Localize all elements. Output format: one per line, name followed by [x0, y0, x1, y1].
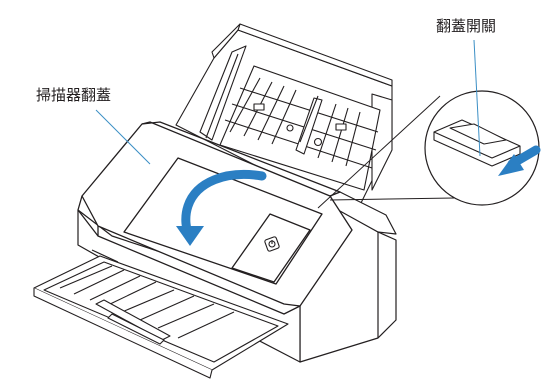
cover-switch-callout-line [473, 39, 481, 157]
arrow-icon [498, 145, 541, 176]
scanner-cover [77, 121, 353, 315]
scanner-cover-callout-line [95, 109, 151, 165]
output-tray [33, 255, 289, 379]
cover-switch-label: 翻蓋開關 [436, 17, 497, 35]
adf-paper-tray [175, 23, 393, 209]
scanner-cover-label: 掃描器翻蓋 [36, 86, 112, 104]
curved-arrow-icon [176, 170, 267, 246]
cover-switch-zoom [317, 90, 540, 209]
power-button-icon [264, 236, 280, 252]
